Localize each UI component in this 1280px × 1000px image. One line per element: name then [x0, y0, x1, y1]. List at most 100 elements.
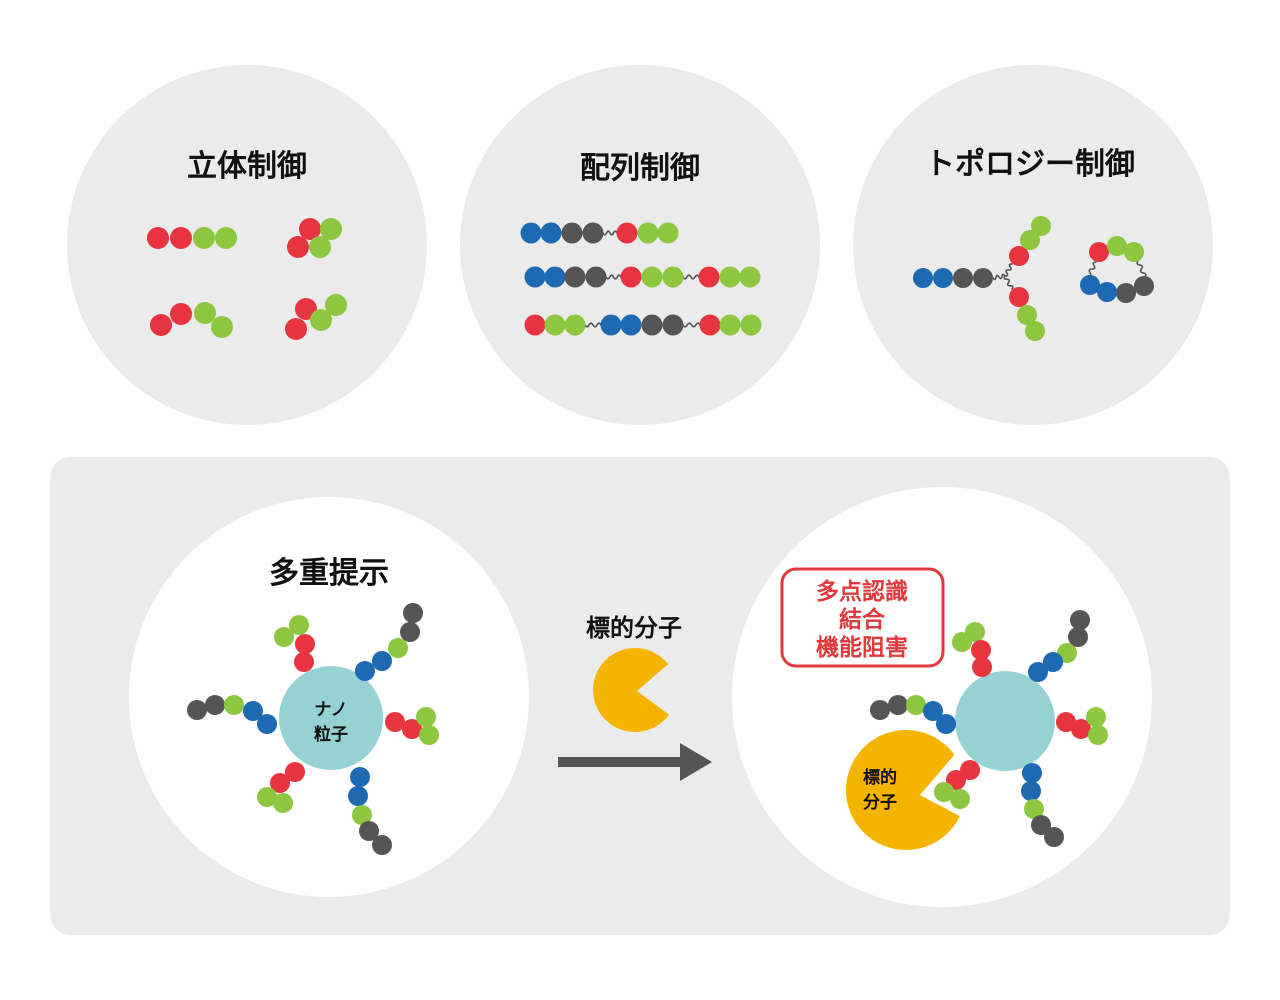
- linker-chain: [682, 274, 700, 280]
- gray-monomer: [561, 222, 583, 244]
- red-monomer: [620, 266, 642, 288]
- blue-monomer: [355, 661, 375, 681]
- effect-callout: 多点認識 結合 機能阻害: [780, 567, 945, 668]
- sequence-control-circle: [460, 65, 820, 425]
- green-monomer: [934, 782, 954, 802]
- green-monomer: [657, 222, 679, 244]
- effect-line-3: 機能阻害: [816, 634, 908, 661]
- gray-monomer: [870, 700, 890, 720]
- green-monomer: [194, 302, 216, 324]
- blue-monomer: [520, 222, 542, 244]
- blue-monomer: [243, 701, 263, 721]
- sequence-control-title: 配列制御: [580, 151, 700, 186]
- gray-monomer: [564, 266, 586, 288]
- sequence-linkers: [584, 230, 701, 328]
- red-monomer: [294, 652, 314, 672]
- linker-chain: [1004, 263, 1013, 277]
- blue-monomer: [1021, 781, 1041, 801]
- gray-monomer: [641, 314, 663, 336]
- green-monomer: [1020, 230, 1040, 250]
- red-monomer: [270, 773, 290, 793]
- stereo-control-circle: [67, 65, 427, 425]
- green-monomer: [211, 316, 233, 338]
- blue-monomer: [372, 651, 392, 671]
- linker-chain: [682, 322, 701, 328]
- green-monomer: [662, 266, 684, 288]
- green-monomer: [1025, 321, 1045, 341]
- blue-monomer: [348, 786, 368, 806]
- green-monomer: [1017, 305, 1037, 325]
- gray-monomer: [973, 268, 993, 288]
- topology-linkers: [992, 260, 1147, 290]
- arrow-shaft: [558, 757, 684, 767]
- gray-monomer: [205, 695, 225, 715]
- red-monomer: [698, 266, 720, 288]
- green-monomer: [1107, 236, 1127, 256]
- red-monomer: [299, 218, 321, 240]
- green-monomer: [1124, 242, 1144, 262]
- green-monomer: [224, 695, 244, 715]
- red-monomer: [285, 762, 305, 782]
- gray-monomer: [1116, 283, 1136, 303]
- green-monomer: [564, 314, 586, 336]
- green-monomer: [1024, 799, 1044, 819]
- green-monomer: [325, 294, 347, 316]
- gray-monomer: [953, 268, 973, 288]
- bound-nanoparticle: [955, 671, 1055, 771]
- red-monomer: [385, 712, 405, 732]
- gray-monomer: [662, 314, 684, 336]
- blue-monomer: [544, 266, 566, 288]
- red-monomer: [972, 657, 992, 677]
- green-monomer: [320, 218, 342, 240]
- red-monomer: [1009, 246, 1029, 266]
- green-monomer: [1086, 707, 1106, 727]
- blue-monomer: [936, 714, 956, 734]
- red-monomer: [960, 760, 980, 780]
- bound-target-label-line1: 標的: [863, 767, 897, 788]
- green-monomer: [215, 227, 237, 249]
- green-monomer: [1088, 725, 1108, 745]
- blue-monomer: [923, 701, 943, 721]
- stereo-control-panel: 立体制御: [67, 65, 427, 425]
- binding-result-circle: [732, 487, 1152, 907]
- linker-chain: [1003, 275, 1014, 290]
- red-monomer: [170, 227, 192, 249]
- green-monomer: [274, 627, 294, 647]
- binding-result-panel: 多点認識 結合 機能阻害 標的 分子: [732, 487, 1152, 907]
- green-monomer: [1031, 216, 1051, 236]
- topology-control-panel: トポロジー制御: [853, 65, 1213, 425]
- sequence-chains: [520, 222, 762, 336]
- effect-line-1: 多点認識: [816, 578, 908, 605]
- green-monomer: [740, 314, 762, 336]
- bound-ligand-arms: [870, 610, 1108, 847]
- gray-monomer: [1070, 610, 1090, 630]
- blue-monomer: [600, 314, 622, 336]
- bound-target-pacman: [845, 729, 960, 850]
- linker-chain: [992, 273, 1006, 281]
- green-monomer: [719, 314, 741, 336]
- gray-monomer: [400, 622, 420, 642]
- gray-monomer: [359, 821, 379, 841]
- green-monomer: [289, 615, 309, 635]
- green-monomer: [950, 789, 970, 809]
- linker-chain: [1136, 260, 1147, 278]
- multivalent-display-panel: 多重提示 ナノ 粒子: [129, 497, 529, 897]
- gray-monomer: [582, 222, 604, 244]
- green-monomer: [309, 236, 331, 258]
- bound-target-label-line2: 分子: [863, 793, 897, 813]
- gray-monomer: [585, 266, 607, 288]
- green-monomer: [637, 222, 659, 244]
- nanoparticle: [279, 666, 383, 770]
- stereo-control-title: 立体制御: [187, 149, 307, 184]
- gray-monomer: [1134, 276, 1154, 296]
- blue-monomer: [350, 767, 370, 787]
- target-molecule-group: 標的分子: [586, 614, 682, 732]
- blue-monomer: [524, 266, 546, 288]
- red-monomer: [1056, 712, 1076, 732]
- green-monomer: [388, 638, 408, 658]
- target-molecule-title: 標的分子: [586, 614, 682, 642]
- green-monomer: [719, 266, 741, 288]
- arrow-head: [680, 743, 712, 781]
- green-monomer: [965, 622, 985, 642]
